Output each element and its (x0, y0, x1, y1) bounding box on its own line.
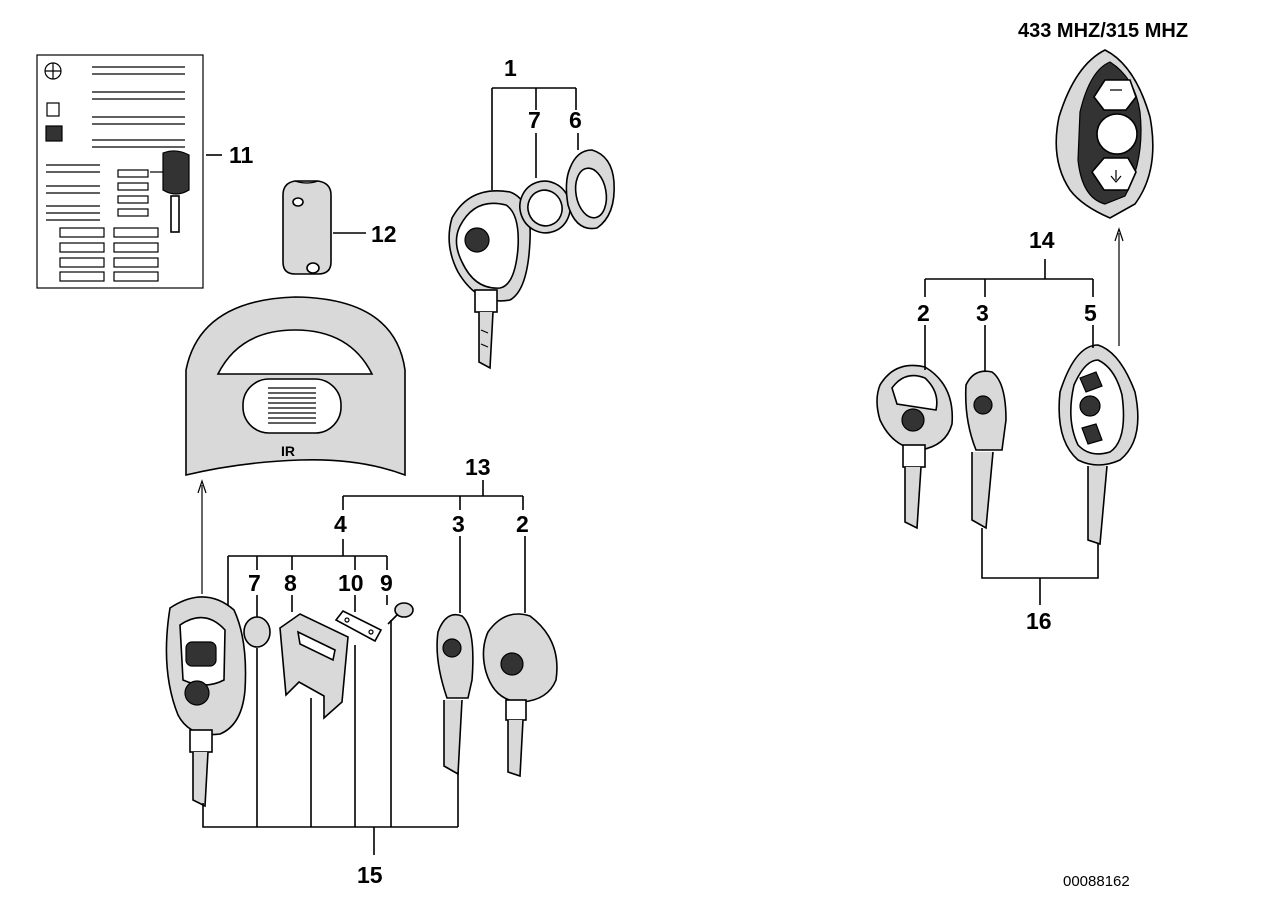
leader-15 (202, 620, 459, 855)
ir-cover (185, 296, 406, 477)
callout-7-top: 7 (528, 107, 541, 133)
leader-16 (981, 528, 1099, 605)
key-part-2-left (482, 613, 558, 778)
callout-8: 8 (284, 570, 297, 596)
ir-cover-arrow (197, 479, 207, 594)
callout-15: 15 (357, 862, 383, 888)
frequency-label: 433 MHZ/315 MHZ (1018, 20, 1188, 42)
key-part-3-left (436, 613, 474, 776)
key-part-4 (165, 596, 247, 808)
callout-13: 13 (465, 454, 491, 480)
key-part-2-right (876, 364, 954, 530)
callout-2-left: 2 (516, 511, 529, 537)
callout-10: 10 (338, 570, 364, 596)
insert-part-8 (279, 613, 349, 720)
ir-label: IR (281, 443, 295, 459)
callout-12: 12 (371, 221, 397, 247)
leader-13 (342, 480, 526, 613)
figure-number: 00088162 (1063, 873, 1130, 890)
remote-key-433mhz (1055, 49, 1154, 219)
key-part-5-remote (1058, 344, 1139, 546)
callout-1: 1 (504, 55, 517, 81)
callout-4: 4 (334, 511, 347, 537)
callout-14: 14 (1029, 227, 1055, 253)
callout-6: 6 (569, 107, 582, 133)
leader-4 (227, 539, 388, 617)
key-pass-card-part-11 (36, 54, 204, 289)
callout-3-left: 3 (452, 511, 465, 537)
callout-16: 16 (1026, 608, 1052, 634)
ring-part-7-bottom (243, 616, 271, 648)
leader-14 (924, 259, 1094, 372)
callout-3-right: 3 (976, 300, 989, 326)
ring-part-7-top (519, 180, 571, 234)
key-part-1 (448, 190, 531, 370)
screw-part-9 (387, 602, 414, 625)
callout-11: 11 (229, 142, 254, 168)
callout-9: 9 (380, 570, 393, 596)
leader-1 (491, 87, 579, 190)
remote-arrow (1114, 227, 1124, 346)
plate-part-10 (334, 609, 383, 643)
callout-5: 5 (1084, 300, 1097, 326)
key-part-3-right (964, 370, 1007, 530)
cover-part-6 (565, 149, 615, 230)
callout-2-right: 2 (917, 300, 930, 326)
callout-7-bottom: 7 (248, 570, 261, 596)
key-tag-part-12 (282, 180, 332, 275)
